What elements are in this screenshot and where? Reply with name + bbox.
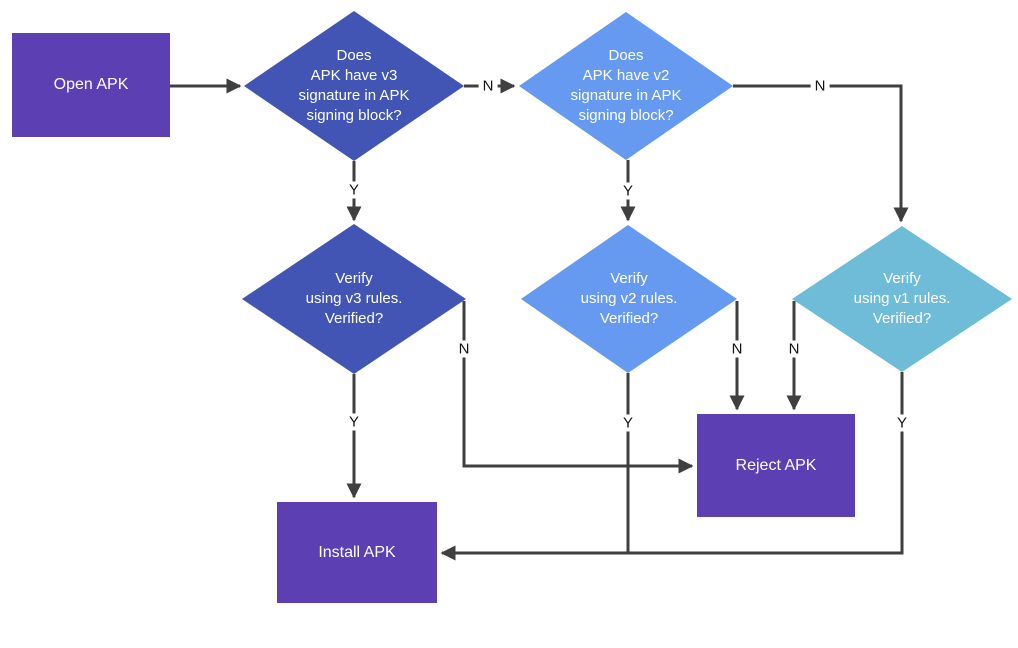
- arrow-v2question-no-to-verifyv1: [733, 84, 909, 223]
- v3-signature-decision-shape: [244, 11, 464, 161]
- edge-label-verifyv2-no: N: [727, 340, 747, 358]
- verify-v3-decision-shape: [242, 224, 466, 374]
- edge-label-verifyv3-yes: Y: [344, 413, 364, 431]
- edge-label-v3question-yes: Y: [344, 181, 364, 199]
- install-apk-node-shape: [277, 502, 437, 603]
- v2-signature-decision-shape: [519, 12, 733, 160]
- arrow-verifyv1-yes-to-install: [440, 372, 904, 561]
- edge-label-verifyv3-no: N: [454, 340, 474, 358]
- edge-label-verifyv1-yes: Y: [892, 414, 912, 432]
- verify-v2-decision-shape: [521, 225, 737, 373]
- edge-label-verifyv2-yes: Y: [618, 414, 638, 432]
- verify-v1-decision-shape: [792, 226, 1012, 372]
- open-apk-node-shape: [12, 33, 170, 137]
- edge-label-verifyv1-no: N: [784, 340, 804, 358]
- edge-label-v2question-yes: Y: [618, 182, 638, 200]
- edge-label-v3question-no: N: [478, 77, 498, 95]
- edge-label-v2question-no: N: [810, 77, 830, 95]
- reject-apk-node-shape: [697, 414, 855, 517]
